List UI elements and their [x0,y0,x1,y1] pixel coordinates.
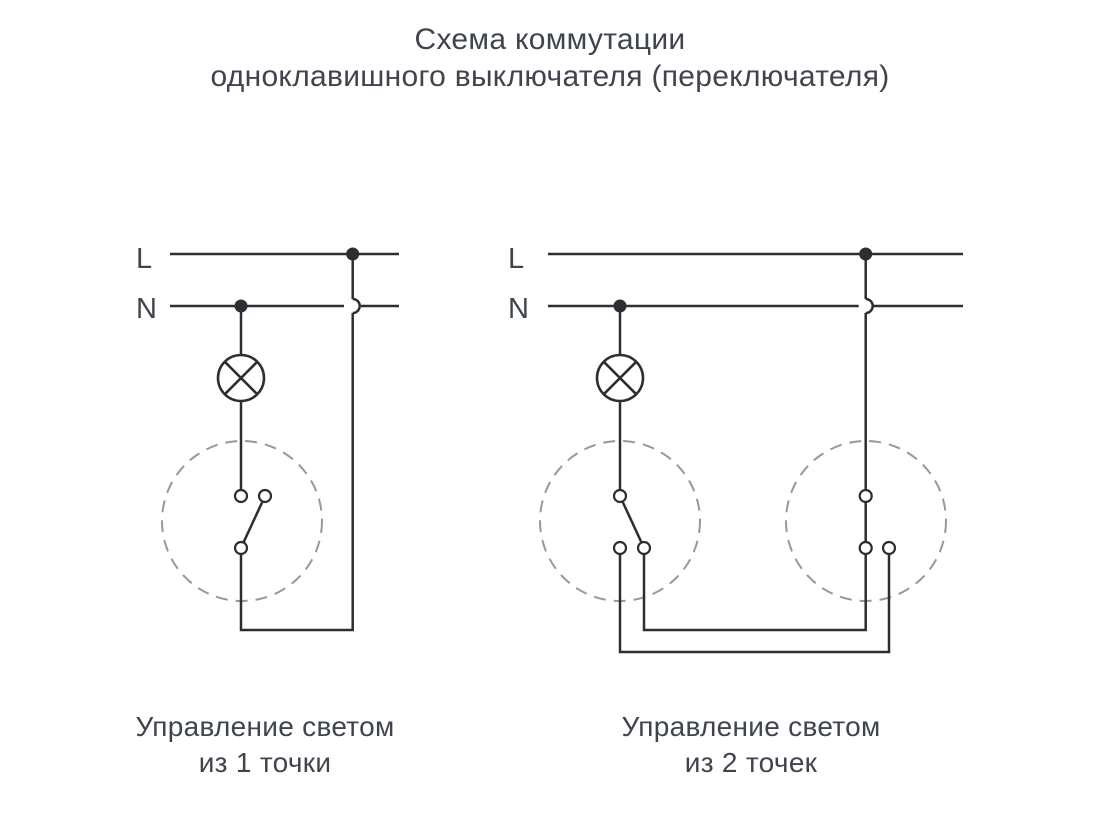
caption-single-point-line2: из 1 точки [198,747,332,778]
neutral-label: N [136,293,157,325]
right-switch-terminal-top [858,488,873,504]
page-title-line2: одноклавишного выключателя (переключател… [210,60,890,93]
right-switch-terminal-bottom-left [858,540,873,556]
right-switch-terminal-bottom-right [881,540,897,556]
caption-two-point-line1: Управление светом [621,711,881,742]
caption-single-point-line1: Управление светом [135,711,395,742]
caption-single-point: Управление светом из 1 точки [65,709,465,781]
live-label: L [508,243,524,275]
switch-terminal-top-right [257,488,273,504]
page-title-line1: Схема коммутации [414,23,686,56]
left-switch-terminal-bottom-left [612,540,628,556]
switch-terminal-bottom [233,540,249,556]
left-switch-terminal-top [612,488,628,504]
wire-hop-icon [865,297,874,315]
left-switch-terminal-bottom-right [636,540,652,556]
lamp-icon [216,353,266,403]
single-switch-diagram: L N [136,243,399,632]
neutral-label: N [508,293,529,325]
traveller-wire-outer [618,554,891,654]
switch-terminal-top-left [233,488,249,504]
live-label: L [136,243,152,275]
left-switch-lever [621,501,643,543]
lamp-icon [595,353,645,403]
two-switch-diagram: L N [508,243,963,654]
page-title: Схема коммутации одноклавишного выключат… [0,21,1100,95]
wire-hop-icon [352,297,361,315]
caption-two-point-line2: из 2 точек [684,747,818,778]
caption-two-point: Управление светом из 2 точек [551,709,951,781]
switch-lever [242,501,264,543]
return-wire [239,313,354,632]
traveller-wire-inner [642,313,867,632]
